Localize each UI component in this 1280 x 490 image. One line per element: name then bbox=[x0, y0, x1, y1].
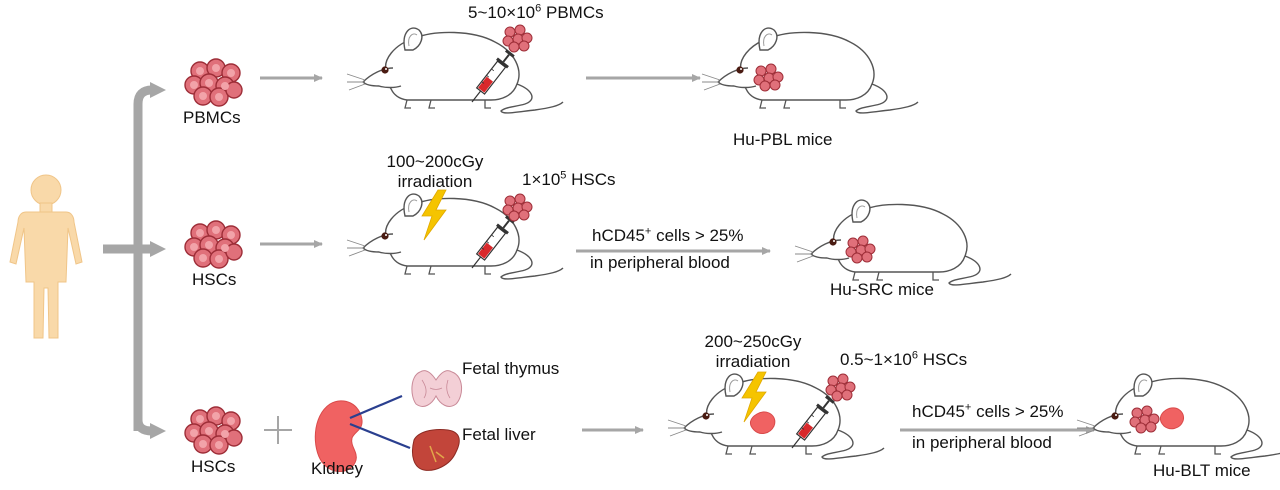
hu-blt-mice-label: Hu-BLT mice bbox=[1153, 461, 1251, 480]
row2-irradiation-dose-label: 100~200cGy bbox=[386, 152, 484, 171]
row3-dose-label: 0.5~1×106 HSCs bbox=[840, 349, 968, 369]
fetal-thymus-icon bbox=[411, 370, 462, 407]
row2-irradiation-word-label: irradiation bbox=[397, 172, 473, 191]
row3-hsc-dose-cells-icon bbox=[825, 373, 856, 402]
pbmc-cells-icon bbox=[184, 58, 243, 107]
fetal-liver-label: Fetal liver bbox=[462, 425, 536, 444]
row1-pbmc-dose-cells-icon bbox=[502, 24, 533, 53]
hsc-cells-icon-row3 bbox=[184, 406, 243, 455]
human-figure-icon bbox=[9, 174, 83, 339]
row1-hu-pbl-mouse bbox=[701, 27, 919, 114]
hscs-label-row2: HSCs bbox=[192, 270, 237, 289]
hu-pbl-mice-label: Hu-PBL mice bbox=[733, 130, 833, 149]
row2-criterion-line2: in peripheral blood bbox=[590, 253, 730, 272]
branch-arrowheads bbox=[150, 82, 166, 439]
row3-criterion-line1: hCD45+ cells > 25% bbox=[912, 401, 1064, 421]
vessel-lines bbox=[349, 394, 411, 450]
row3-irradiation-word-label: irradiation bbox=[715, 352, 791, 371]
row2-dose-label: 1×105 HSCs bbox=[522, 169, 616, 189]
row3-irradiation-dose-label: 200~250cGy bbox=[704, 332, 802, 351]
hsc-cells-icon-row2 bbox=[184, 220, 243, 269]
branch-connector bbox=[103, 85, 153, 436]
hscs-label-row3: HSCs bbox=[191, 457, 236, 476]
hu-src-mice-label: Hu-SRC mice bbox=[830, 280, 934, 299]
row2-criterion-line1: hCD45+ cells > 25% bbox=[592, 225, 744, 245]
fetal-thymus-label: Fetal thymus bbox=[462, 359, 560, 378]
plus-icon bbox=[264, 416, 292, 444]
row3-implanted-tissue-icon bbox=[749, 411, 776, 434]
row3-criterion-line2: in peripheral blood bbox=[912, 433, 1052, 452]
fetal-liver-icon bbox=[411, 429, 460, 471]
row2-hu-src-mouse bbox=[794, 199, 1012, 286]
row3-engrafted-tissue-icon bbox=[1159, 407, 1185, 430]
kidney-label: Kidney bbox=[311, 459, 363, 478]
pbmcs-label: PBMCs bbox=[183, 108, 241, 127]
row1-dose-label: 5~10×106 PBMCs bbox=[468, 2, 604, 22]
